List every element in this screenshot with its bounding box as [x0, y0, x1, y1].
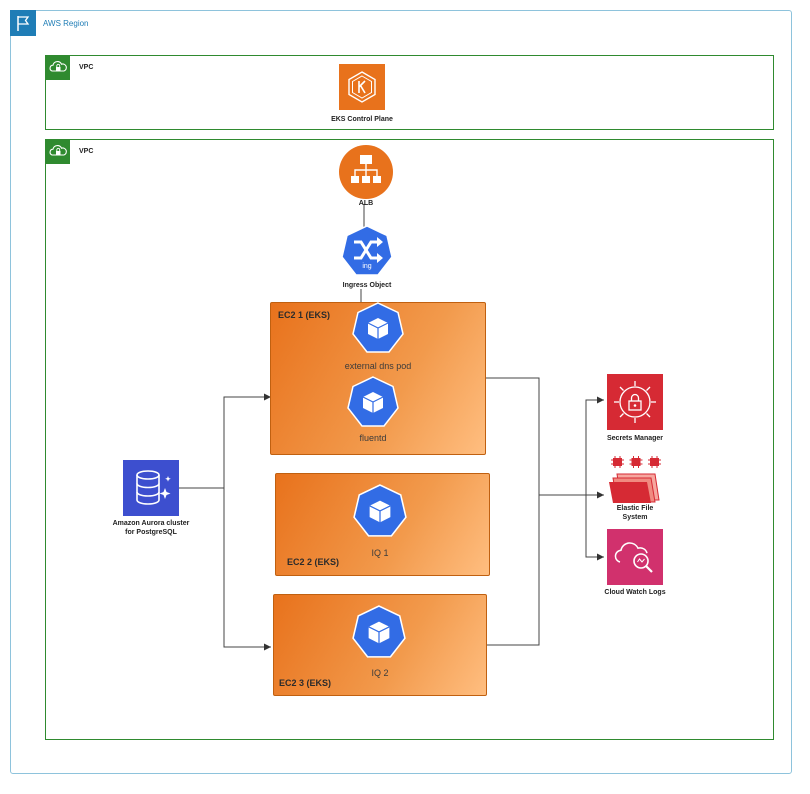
- vpc-main: [45, 139, 774, 740]
- load-balancer-icon: [339, 145, 393, 199]
- aurora-label-line1: Amazon Aurora cluster: [112, 520, 190, 527]
- lock-icon: [607, 374, 663, 430]
- aurora-label-line2: for PostgreSQL: [125, 529, 177, 536]
- cloud-lock-icon: [46, 140, 70, 164]
- eks-label: EKS Control Plane: [331, 116, 393, 123]
- pod-label: external dns pod: [344, 361, 412, 371]
- ingress-badge: ing: [362, 263, 372, 270]
- folder-icon: [607, 472, 663, 504]
- vpc-label: VPC: [79, 64, 94, 71]
- cube-icon: [351, 605, 407, 661]
- database-icon: [123, 460, 179, 516]
- cube-icon: [346, 376, 400, 430]
- cube-icon: [351, 302, 405, 356]
- secrets-label: Secrets Manager: [606, 435, 664, 442]
- aws-region-boundary: [10, 10, 792, 774]
- ec2-3-label: EC2 3 (EKS): [279, 678, 332, 688]
- vpc-control-plane: [45, 55, 774, 130]
- pod-label: IQ 1: [371, 548, 389, 558]
- region-label: AWS Region: [43, 19, 89, 28]
- efs-label-line1: Elastic File: [616, 505, 654, 512]
- magnifier-icon: [607, 529, 663, 585]
- kubernetes-icon: [339, 64, 385, 110]
- alb-label: ALB: [358, 200, 374, 207]
- pod-label: IQ 2: [371, 668, 389, 678]
- vpc-label: VPC: [79, 148, 94, 155]
- chip-icon: [610, 455, 662, 469]
- ingress-label: Ingress Object: [342, 282, 392, 289]
- cloudwatch-label: Cloud Watch Logs: [604, 589, 666, 596]
- shuffle-icon: [340, 225, 394, 279]
- ec2-2-label: EC2 2 (EKS): [287, 557, 340, 567]
- cloud-lock-icon: [46, 56, 70, 80]
- flag-icon: [10, 10, 36, 36]
- pod-label: fluentd: [359, 433, 387, 443]
- efs-label: Elastic File System: [595, 504, 675, 522]
- aurora-label: Amazon Aurora cluster for PostgreSQL: [96, 519, 206, 537]
- cube-icon: [352, 484, 408, 540]
- ec2-1-label: EC2 1 (EKS): [278, 310, 331, 320]
- efs-label-line2: System: [622, 514, 648, 521]
